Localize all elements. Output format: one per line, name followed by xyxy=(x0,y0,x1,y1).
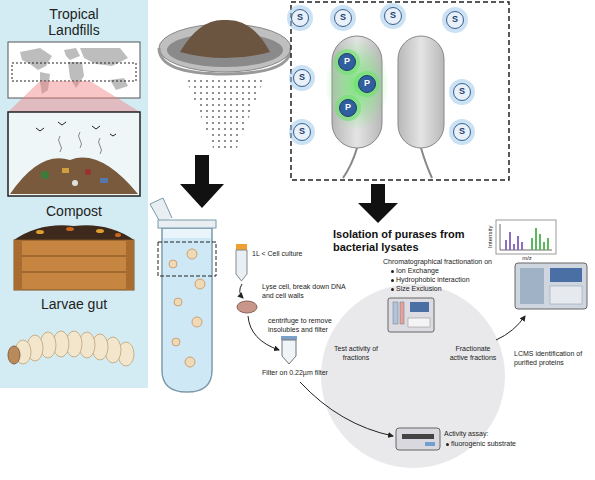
bullet-dot xyxy=(446,443,449,446)
landfill-picture xyxy=(8,112,140,196)
step-note: Lyse cell, break down DNA and cell walls xyxy=(262,283,346,300)
step-note: Chromatographical fractionation on xyxy=(383,258,508,267)
culture-tube xyxy=(236,244,247,281)
compost-crate xyxy=(14,225,134,290)
substrate-letter: S xyxy=(385,8,401,24)
source-band: Tropical LandfillsCompostLarvae gut xyxy=(0,0,148,388)
product-letter: P xyxy=(340,100,356,116)
bacterium-cell xyxy=(325,36,389,178)
sieve-picture xyxy=(159,20,291,148)
step-note: Activity assay: xyxy=(444,430,524,439)
step-note: LCMS identification of purified proteins xyxy=(514,350,590,367)
product-circle: P xyxy=(339,99,357,117)
substrate-letter: S xyxy=(454,84,470,100)
substrate-letter: S xyxy=(454,124,470,140)
product-letter: P xyxy=(339,54,355,70)
step-arrow xyxy=(240,284,243,298)
step-note: Size Exclusion xyxy=(396,285,496,294)
axis-label: Intensity xyxy=(487,217,495,257)
product-circle: P xyxy=(358,75,376,93)
plate-reader xyxy=(396,428,440,450)
step-note: centrifuge to remove insolubles and filt… xyxy=(268,317,360,334)
step-label: Test activity of fractions xyxy=(332,345,380,362)
step-note: Hydrophobic interaction xyxy=(396,276,496,285)
larva-picture xyxy=(8,331,134,366)
step-note: Ion Exchange xyxy=(396,267,496,276)
lysis-icon xyxy=(237,301,257,313)
substrate-circle: S xyxy=(446,11,464,29)
mass-spectrum xyxy=(496,220,556,254)
substrate-letter: S xyxy=(294,124,310,140)
substrate-circle: S xyxy=(291,9,309,27)
bullet-dot xyxy=(391,270,394,273)
substrate-circle: S xyxy=(293,123,311,141)
bullet-dot xyxy=(391,279,394,282)
product-letter: P xyxy=(359,76,375,92)
dashed-panel xyxy=(291,2,509,180)
axis-label: m/z xyxy=(518,255,536,263)
centrifuge-tube xyxy=(281,336,297,364)
substrate-letter: S xyxy=(335,10,351,26)
source-label: Larvae gut xyxy=(14,296,134,312)
zoom-wedge xyxy=(8,81,140,112)
lcms-instrument xyxy=(515,263,587,309)
substrate-circle: S xyxy=(293,69,311,87)
substrate-letter: S xyxy=(447,12,463,28)
source-band-fill xyxy=(0,0,148,388)
substrate-letter: S xyxy=(294,70,310,86)
step-note: Filter on 0.22µm filter xyxy=(262,369,362,378)
source-label: Compost xyxy=(14,203,134,219)
substrate-circle: S xyxy=(453,123,471,141)
step-arrow xyxy=(300,382,393,436)
substrate-circle: S xyxy=(334,9,352,27)
test-tube xyxy=(150,198,216,392)
chromatography-machine xyxy=(388,298,434,332)
substrate-circle: S xyxy=(384,7,402,25)
bullet-dot xyxy=(391,288,394,291)
source-label: Tropical Landfills xyxy=(29,6,119,38)
step-arrow xyxy=(496,316,525,340)
section-heading: Isolation of purases from bacterial lysa… xyxy=(333,228,483,254)
bacterium-cell xyxy=(398,36,444,178)
substrate-circle: S xyxy=(453,83,471,101)
step-note: fluorogenic substrate xyxy=(451,440,541,449)
product-circle: P xyxy=(338,53,356,71)
step-note: 1L < Cell culture xyxy=(252,250,324,259)
substrate-letter: S xyxy=(292,10,308,26)
step-label: Fractionate active fractions xyxy=(448,345,498,362)
flow-arrow xyxy=(180,155,224,208)
flow-arrow xyxy=(358,184,398,223)
